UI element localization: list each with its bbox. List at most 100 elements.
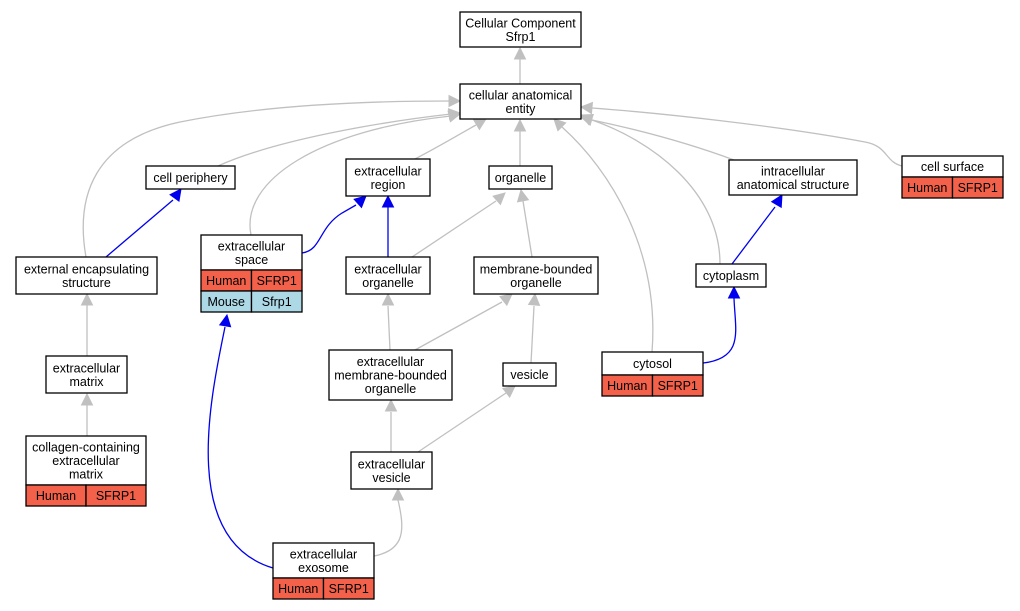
arrow-head	[527, 292, 541, 306]
edge-line	[217, 113, 452, 167]
arrow-head	[448, 94, 462, 108]
arrow-head	[502, 385, 516, 399]
edge-ecorg-to-ecregion	[381, 194, 395, 257]
node-label: organelle	[495, 171, 546, 185]
edge-line	[249, 115, 452, 236]
node-collagen[interactable]: collagen-containingextracellularmatrixHu…	[25, 435, 147, 507]
node-label: intracellular	[761, 164, 825, 178]
node-label: extracellular	[354, 262, 421, 276]
edge-surface-to-cae	[579, 101, 903, 167]
arrow-head	[381, 292, 395, 306]
arrow-head	[80, 392, 94, 406]
edge-cytosol-to-cytoplasm	[702, 285, 741, 364]
edge-line	[387, 305, 391, 351]
arrow-head	[384, 398, 398, 412]
edge-line	[414, 124, 477, 160]
node-box	[45, 355, 128, 394]
node-periphery[interactable]: cell periphery	[145, 165, 236, 190]
gene-label: Sfrp1	[262, 295, 292, 309]
node-label: extracellular	[52, 454, 119, 468]
edge-line	[417, 392, 507, 453]
gene-label: SFRP1	[658, 379, 698, 393]
edge-collagen-to-ecmatrix	[80, 392, 94, 436]
edge-ecspace-to-ecregion	[301, 195, 367, 254]
arrow-head	[353, 195, 367, 209]
node-box	[272, 542, 375, 579]
node-box	[345, 256, 431, 295]
node-label: cell surface	[921, 160, 984, 174]
gene-cell	[85, 484, 147, 507]
node-cytoplasm[interactable]: cytoplasm	[695, 263, 767, 288]
edge-intra-to-cae	[579, 113, 735, 161]
edge-organelle-to-cae	[513, 118, 527, 166]
species-label: Human	[36, 489, 76, 503]
arrow-head	[472, 118, 487, 131]
edge-exosome-to-ecves	[373, 487, 405, 557]
node-label: cytoplasm	[703, 269, 759, 283]
node-box	[25, 435, 147, 486]
node-box	[15, 256, 158, 295]
gene-label: SFRP1	[96, 489, 136, 503]
node-label: entity	[506, 102, 537, 116]
node-label: membrane-bounded	[334, 369, 447, 383]
node-vesicle[interactable]: vesicle	[502, 362, 557, 387]
edge-cytosol-to-cae	[553, 118, 654, 353]
edge-exosome-to-ecspace	[207, 313, 274, 569]
node-label: collagen-containing	[32, 441, 140, 455]
node-label: organelle	[362, 276, 413, 290]
species-label: Human	[278, 582, 318, 596]
node-box	[502, 362, 557, 387]
node-label: extracellular	[357, 355, 424, 369]
gene-label: SFRP1	[958, 181, 998, 195]
node-organelle[interactable]: organelle	[488, 165, 553, 190]
node-label: cell periphery	[153, 171, 228, 185]
arrow-head	[492, 192, 506, 206]
node-box	[200, 234, 303, 271]
node-label: external encapsulating	[24, 262, 149, 276]
arrow-head	[513, 46, 527, 60]
arrow-head	[770, 194, 783, 209]
node-label: space	[235, 253, 268, 267]
edge-line	[414, 301, 503, 351]
arrow-head	[169, 188, 182, 203]
node-label: extracellular	[354, 164, 421, 178]
node-box	[473, 256, 599, 295]
node-label: vesicle	[372, 471, 410, 485]
node-label: extracellular	[290, 547, 357, 561]
edge-cytoplasm-to-cae	[579, 114, 721, 265]
edge-ecmatrix-to-extenc	[80, 292, 94, 356]
edge-ecmbo-to-mbo	[414, 293, 513, 351]
node-box	[488, 165, 553, 190]
edge-extenc-to-cae	[82, 94, 462, 258]
arrow-head	[218, 313, 232, 328]
node-label: membrane-bounded	[480, 262, 593, 276]
edge-line	[530, 305, 535, 364]
annotation-row: Human SFRP1	[25, 484, 147, 507]
arrow-head	[499, 293, 513, 307]
node-label: Sfrp1	[506, 30, 536, 44]
node-label: organelle	[365, 382, 416, 396]
node-box	[145, 165, 236, 190]
edge-line	[207, 326, 274, 569]
